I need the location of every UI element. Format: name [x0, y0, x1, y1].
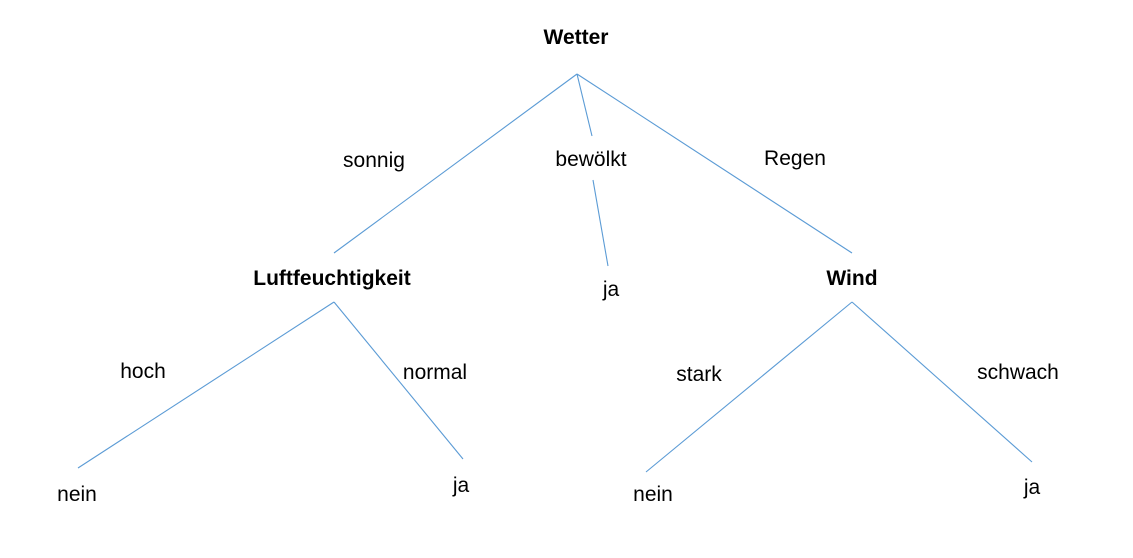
- leaf-ja-normal: ja: [452, 474, 470, 497]
- leaf-nein-hoch: nein: [57, 483, 97, 506]
- node-root-wetter: Wetter: [544, 26, 609, 49]
- edge-line-bewoelkt-lower: [592, 179, 609, 267]
- edge-line-normal: [333, 301, 464, 460]
- edge-label-stark: stark: [676, 363, 722, 386]
- edge-label-sonnig: sonnig: [343, 149, 405, 172]
- edge-line-hoch: [77, 301, 335, 469]
- edge-line-sonnig: [333, 73, 578, 254]
- edge-label-normal: normal: [403, 361, 467, 384]
- edge-label-bewoelkt: bewölkt: [555, 148, 626, 171]
- edge-line-regen: [576, 73, 853, 254]
- leaf-nein-stark: nein: [633, 483, 673, 506]
- edge-line-schwach: [851, 301, 1033, 463]
- edge-label-schwach: schwach: [977, 361, 1059, 384]
- node-wind: Wind: [826, 267, 877, 290]
- edge-label-hoch: hoch: [120, 360, 166, 383]
- leaf-ja-schwach: ja: [1023, 476, 1041, 499]
- node-luftfeuchtigkeit: Luftfeuchtigkeit: [253, 267, 411, 290]
- edge-label-regen: Regen: [764, 147, 826, 170]
- edge-line-bewoelkt: [576, 73, 593, 137]
- edge-line-stark: [645, 301, 853, 473]
- node-ja-bewoelkt: ja: [602, 278, 620, 301]
